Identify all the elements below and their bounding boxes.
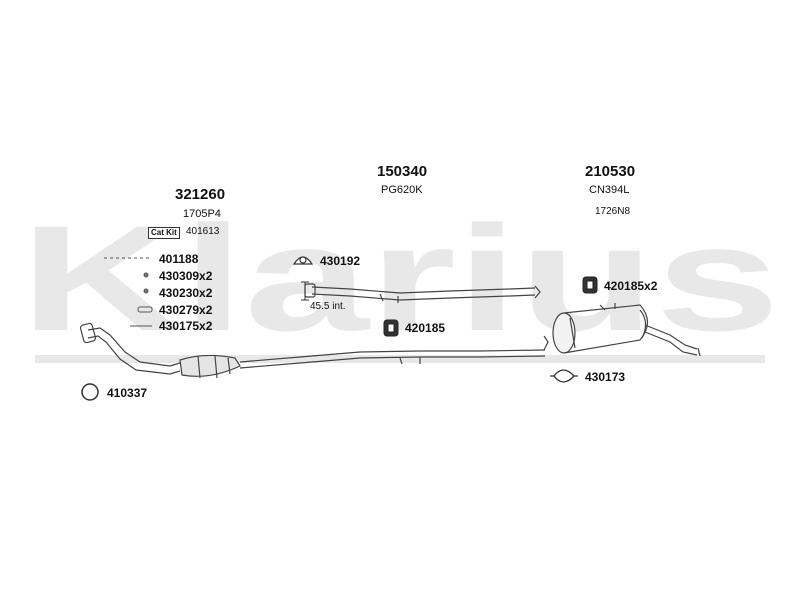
length-bracket — [301, 281, 309, 301]
cat-kit-code: 401613 — [186, 226, 220, 237]
mount-430192-icon — [292, 256, 314, 265]
kit-part-430309x2: 430309x2 — [159, 269, 213, 283]
section-ref-CN394L: CN394L — [589, 184, 630, 196]
part-410337: 410337 — [107, 386, 148, 400]
rubber-420185x2-icon — [582, 276, 598, 294]
cat-kit-label: Cat Kit — [148, 227, 180, 239]
kit-part-430230x2: 430230x2 — [159, 286, 213, 300]
part-420185: 420185 — [405, 321, 446, 335]
kit-part-430279x2: 430279x2 — [159, 303, 213, 317]
section-ref-1705P4: 1705P4 — [183, 208, 221, 220]
part-420185x2: 420185x2 — [604, 279, 658, 293]
gasket-410337-icon — [81, 383, 99, 401]
section-code-210530: 210530 — [585, 163, 636, 180]
kit-part-401188: 401188 — [159, 252, 199, 266]
rubber-420185-icon — [383, 319, 399, 337]
part-430192: 430192 — [320, 254, 361, 268]
kit-bolts-icon — [104, 257, 153, 327]
section-code-150340: 150340 — [377, 163, 428, 180]
kit-part-430175x2: 430175x2 — [159, 319, 213, 333]
section-code-321260: 321260 — [175, 186, 226, 203]
watermark-logo: Klarius — [20, 194, 780, 362]
centre-pipe-150340 — [304, 283, 549, 351]
clamp-430173-icon — [550, 369, 578, 383]
front-pipe-321260 — [79, 322, 546, 379]
rear-silencer-210530 — [552, 303, 701, 357]
length-note: 45.5 int. — [310, 301, 346, 312]
section-ref-PG620K: PG620K — [381, 184, 423, 196]
section-ref2-1726N8: 1726N8 — [595, 206, 631, 217]
part-430173: 430173 — [585, 370, 626, 384]
